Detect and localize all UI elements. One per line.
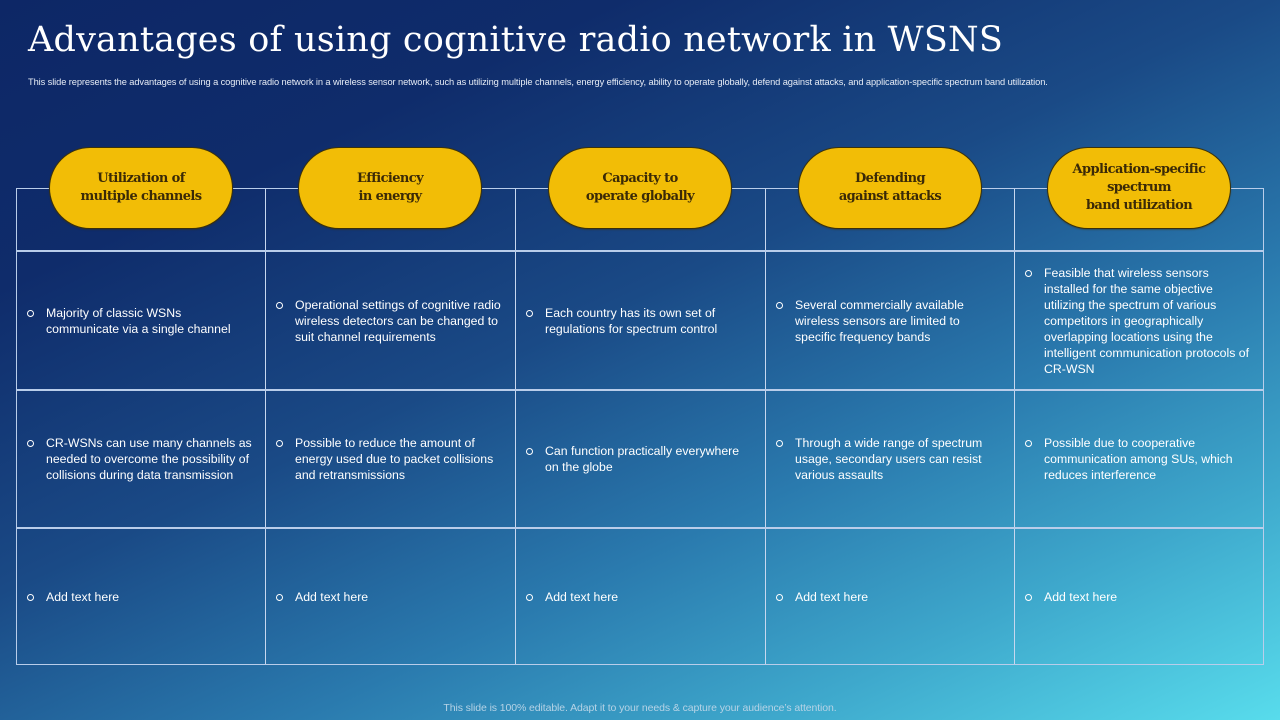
footer-note: This slide is 100% editable. Adapt it to… bbox=[443, 702, 837, 714]
cell-text: Add text here bbox=[545, 589, 619, 604]
row-divider bbox=[17, 389, 1263, 391]
column-divider bbox=[765, 189, 766, 664]
cell-text: Several commercially available wireless … bbox=[795, 297, 964, 344]
header-pill-multiple-channels: Utilization of multiple channels bbox=[50, 148, 232, 228]
list-item: Operational settings of cognitive radio … bbox=[276, 297, 504, 345]
table-cell: Possible to reduce the amount of energy … bbox=[266, 390, 516, 528]
header-pill-operate-globally: Capacity to operate globally bbox=[549, 148, 731, 228]
bullet-icon bbox=[776, 440, 783, 447]
list-item: Add text here bbox=[276, 589, 368, 605]
table-cell: Through a wide range of spectrum usage, … bbox=[766, 390, 1015, 528]
column-divider bbox=[265, 189, 266, 664]
list-item: Can function practically everywhere on t… bbox=[526, 443, 754, 475]
list-item: Each country has its own set of regulati… bbox=[526, 305, 754, 337]
cell-text: Operational settings of cognitive radio … bbox=[295, 297, 501, 344]
cell-text: Possible to reduce the amount of energy … bbox=[295, 436, 494, 482]
column-divider bbox=[1014, 189, 1015, 664]
cell-text: Add text here bbox=[46, 589, 120, 604]
bullet-icon bbox=[276, 593, 283, 601]
header-pill-defending-attacks: Defending against attacks bbox=[799, 148, 981, 228]
table-cell: Add text here bbox=[766, 528, 1015, 665]
bullet-icon bbox=[776, 301, 783, 309]
cell-text: Feasible that wireless sensors installed… bbox=[1044, 265, 1250, 376]
row-divider bbox=[17, 527, 1263, 529]
bullet-icon bbox=[526, 309, 533, 317]
bullet-icon bbox=[27, 309, 34, 317]
list-item: Several commercially available wireless … bbox=[776, 297, 1003, 345]
slide-title: Advantages of using cognitive radio netw… bbox=[28, 20, 1004, 60]
bullet-icon bbox=[526, 448, 533, 455]
list-item: Add text here bbox=[27, 589, 119, 605]
list-item: Add text here bbox=[1025, 589, 1117, 605]
bullet-icon bbox=[276, 301, 283, 309]
bullet-icon bbox=[27, 593, 34, 601]
cell-text: Each country has its own set of regulati… bbox=[545, 305, 718, 336]
bullet-icon bbox=[1025, 593, 1032, 601]
table-cell: Each country has its own set of regulati… bbox=[516, 251, 766, 390]
table-cell: Add text here bbox=[516, 528, 766, 665]
slide-subtitle: This slide represents the advantages of … bbox=[28, 77, 1048, 87]
cell-text: Possible due to cooperative communicatio… bbox=[1044, 436, 1233, 482]
cell-text: CR-WSNs can use many channels as needed … bbox=[46, 436, 252, 482]
list-item: Possible to reduce the amount of energy … bbox=[276, 435, 504, 483]
list-item: Possible due to cooperative communicatio… bbox=[1025, 435, 1251, 483]
cell-text: Add text here bbox=[795, 589, 869, 604]
column-divider bbox=[515, 189, 516, 664]
list-item: CR-WSNs can use many channels as needed … bbox=[27, 435, 254, 483]
header-pill-energy-efficiency: Efficiency in energy bbox=[299, 148, 481, 228]
table-cell: Add text here bbox=[17, 528, 266, 665]
cell-text: Add text here bbox=[1044, 589, 1118, 604]
cell-text: Add text here bbox=[295, 589, 369, 604]
cell-text: Through a wide range of spectrum usage, … bbox=[795, 436, 983, 482]
table-cell: Operational settings of cognitive radio … bbox=[266, 251, 516, 390]
bullet-icon bbox=[526, 593, 533, 601]
bullet-icon bbox=[1025, 440, 1032, 447]
bullet-icon bbox=[1025, 269, 1032, 277]
table-cell: Add text here bbox=[1015, 528, 1263, 665]
table-cell: Possible due to cooperative communicatio… bbox=[1015, 390, 1263, 528]
list-item: Add text here bbox=[776, 589, 868, 605]
table-cell: Can function practically everywhere on t… bbox=[516, 390, 766, 528]
table-cell: Several commercially available wireless … bbox=[766, 251, 1015, 390]
bullet-icon bbox=[276, 440, 283, 447]
list-item: Majority of classic WSNs communicate via… bbox=[27, 305, 254, 337]
cell-text: Can function practically everywhere on t… bbox=[545, 444, 740, 474]
table-cell: Majority of classic WSNs communicate via… bbox=[17, 251, 266, 390]
advantages-table: Majority of classic WSNs communicate via… bbox=[16, 188, 1264, 665]
bullet-icon bbox=[27, 440, 34, 447]
list-item: Add text here bbox=[526, 589, 618, 605]
cell-text: Majority of classic WSNs communicate via… bbox=[46, 305, 231, 336]
list-item: Feasible that wireless sensors installed… bbox=[1025, 265, 1251, 377]
row-divider bbox=[17, 250, 1263, 252]
header-pill-spectrum-band: Application-specific spectrum band utili… bbox=[1048, 148, 1230, 228]
table-cell: Feasible that wireless sensors installed… bbox=[1015, 251, 1263, 390]
list-item: Through a wide range of spectrum usage, … bbox=[776, 435, 1003, 483]
bullet-icon bbox=[776, 593, 783, 601]
table-cell: Add text here bbox=[266, 528, 516, 665]
table-cell: CR-WSNs can use many channels as needed … bbox=[17, 390, 266, 528]
